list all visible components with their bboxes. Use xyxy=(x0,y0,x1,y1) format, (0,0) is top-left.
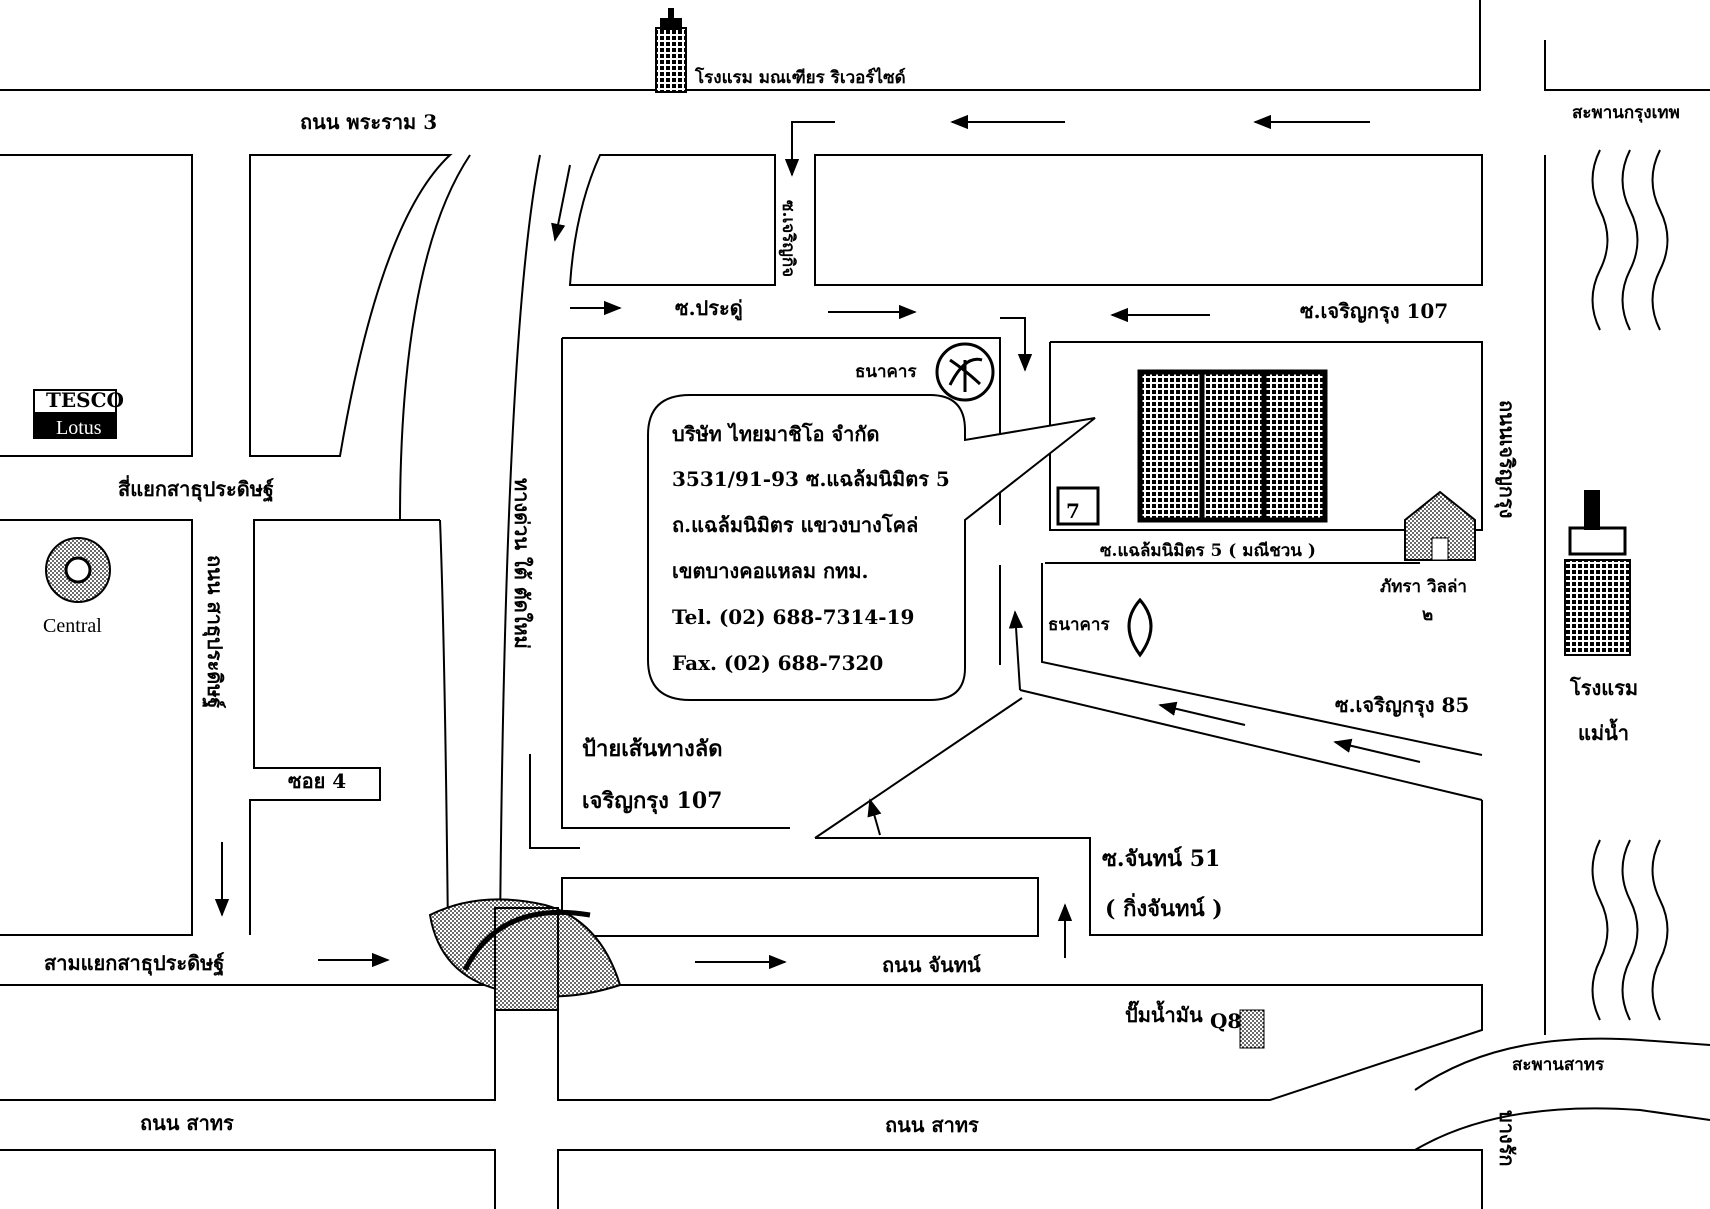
tel-line: Tel. (02) 688-7314-19 xyxy=(672,605,914,629)
label-charoenkrung-rd: ถนนเจริญกรุง xyxy=(1494,400,1519,518)
label-hotel-right-2: แม่น้ำ xyxy=(1578,718,1629,745)
interchange-icon xyxy=(428,898,622,1011)
label-soi-pradu: ซ.ประดู่ xyxy=(675,296,743,322)
hotel-tower-icon xyxy=(1564,490,1631,656)
company-name: บริษัท ไทยมาชิโอ จำกัด xyxy=(672,422,879,446)
label-sathon-bridge: สะพานสาทร xyxy=(1512,1055,1605,1075)
label-chan-rd: ถนน จันทน์ xyxy=(882,953,981,977)
tesco-label: TESCO xyxy=(46,388,124,412)
label-bangrak: บางรัก xyxy=(1495,1110,1519,1167)
q8-label: Q8 xyxy=(1210,1009,1241,1033)
label-soi-chan51-sub: ( กิ่งจันทน์ ) xyxy=(1105,892,1223,922)
river-waves-icon xyxy=(1591,149,1669,1021)
label-hotel-right-1: โรงแรม xyxy=(1569,676,1638,700)
label-three-way-sathu: สามแยกสาธุประดิษฐ์ xyxy=(44,951,224,977)
lotus-label: Lotus xyxy=(56,417,102,439)
building-icon xyxy=(1137,369,1328,523)
label-shortcut-1: ป้ายเส้นทางลัด xyxy=(582,736,723,762)
seven-eleven-label: 7 xyxy=(1066,499,1080,523)
label-bank-mid: ธนาคาร xyxy=(1048,615,1110,635)
label-soi4: ซอย 4 xyxy=(288,769,346,793)
tesco-lotus-logo: TESCO Lotus xyxy=(33,388,124,439)
label-soi-charoenkrung107: ซ.เจริญกรุง 107 xyxy=(1300,299,1448,324)
q8-gas-icon: Q8 xyxy=(1210,1009,1265,1049)
label-sathon-rd-mid: ถนน สาทร xyxy=(885,1113,979,1137)
label-hotel-top: โรงแรม มณเฑียร ริเวอร์ไซด์ xyxy=(694,67,906,88)
traffic-arrows xyxy=(214,114,1421,970)
label-soi-charoenkrung85: ซ.เจริญกรุง 85 xyxy=(1335,693,1469,718)
address-line-1: 3531/91-93 ซ.แฉล้มนิมิตร 5 xyxy=(672,467,950,491)
bank-kbank-icon xyxy=(935,342,995,402)
address-line-3: เขตบางคอแหลม กทม. xyxy=(672,559,869,583)
seven-eleven-icon: 7 xyxy=(1056,486,1100,526)
label-gas-station: ปั๊มน้ำมัน xyxy=(1125,1000,1203,1027)
label-four-way-sathu: สี่แยกสาธุประดิษฐ์ xyxy=(118,474,274,503)
map-labels: โรงแรม มณเฑียร ริเวอร์ไซด์ ถนน พระราม 3 … xyxy=(44,67,1680,1167)
label-soi-chaloem5: ซ.แฉล้มนิมิตร 5 ( มณีชวน ) xyxy=(1100,540,1316,561)
central-label: Central xyxy=(43,615,102,637)
label-shortcut-2: เจริญกรุง 107 xyxy=(582,788,722,815)
label-soi-charoen-kit: ซ.เจริญกิจ xyxy=(778,200,798,277)
label-sathon-rd-left: ถนน สาทร xyxy=(140,1111,234,1135)
central-logo: Central xyxy=(43,537,111,637)
label-expressway: ทางด่วน ใต้ ตัดใหม่ xyxy=(510,478,534,649)
address-line-2: ถ.แฉล้มนิมิตร แขวงบางโคล่ xyxy=(672,513,918,537)
bank-scb-icon xyxy=(1127,597,1153,658)
hotel-tower-icon xyxy=(655,8,687,93)
company-callout: บริษัท ไทยมาชิโอ จำกัด 3531/91-93 ซ.แฉล้… xyxy=(647,394,1096,701)
label-bank-top: ธนาคาร xyxy=(855,362,917,382)
label-sathupradit-rd: ถนน สาธุประดิษฐ์ xyxy=(201,555,227,708)
fax-line: Fax. (02) 688-7320 xyxy=(672,651,883,675)
label-soi-chan51: ซ.จันทน์ 51 xyxy=(1102,846,1220,872)
label-phatthra-num: ๒ xyxy=(1422,605,1433,625)
label-phatthra: ภัทรา วิลล่า xyxy=(1380,577,1467,597)
house-icon xyxy=(1404,490,1476,561)
label-krungthep-bridge: สะพานกรุงเทพ xyxy=(1572,103,1680,123)
label-rama3: ถนน พระราม 3 xyxy=(300,110,437,134)
